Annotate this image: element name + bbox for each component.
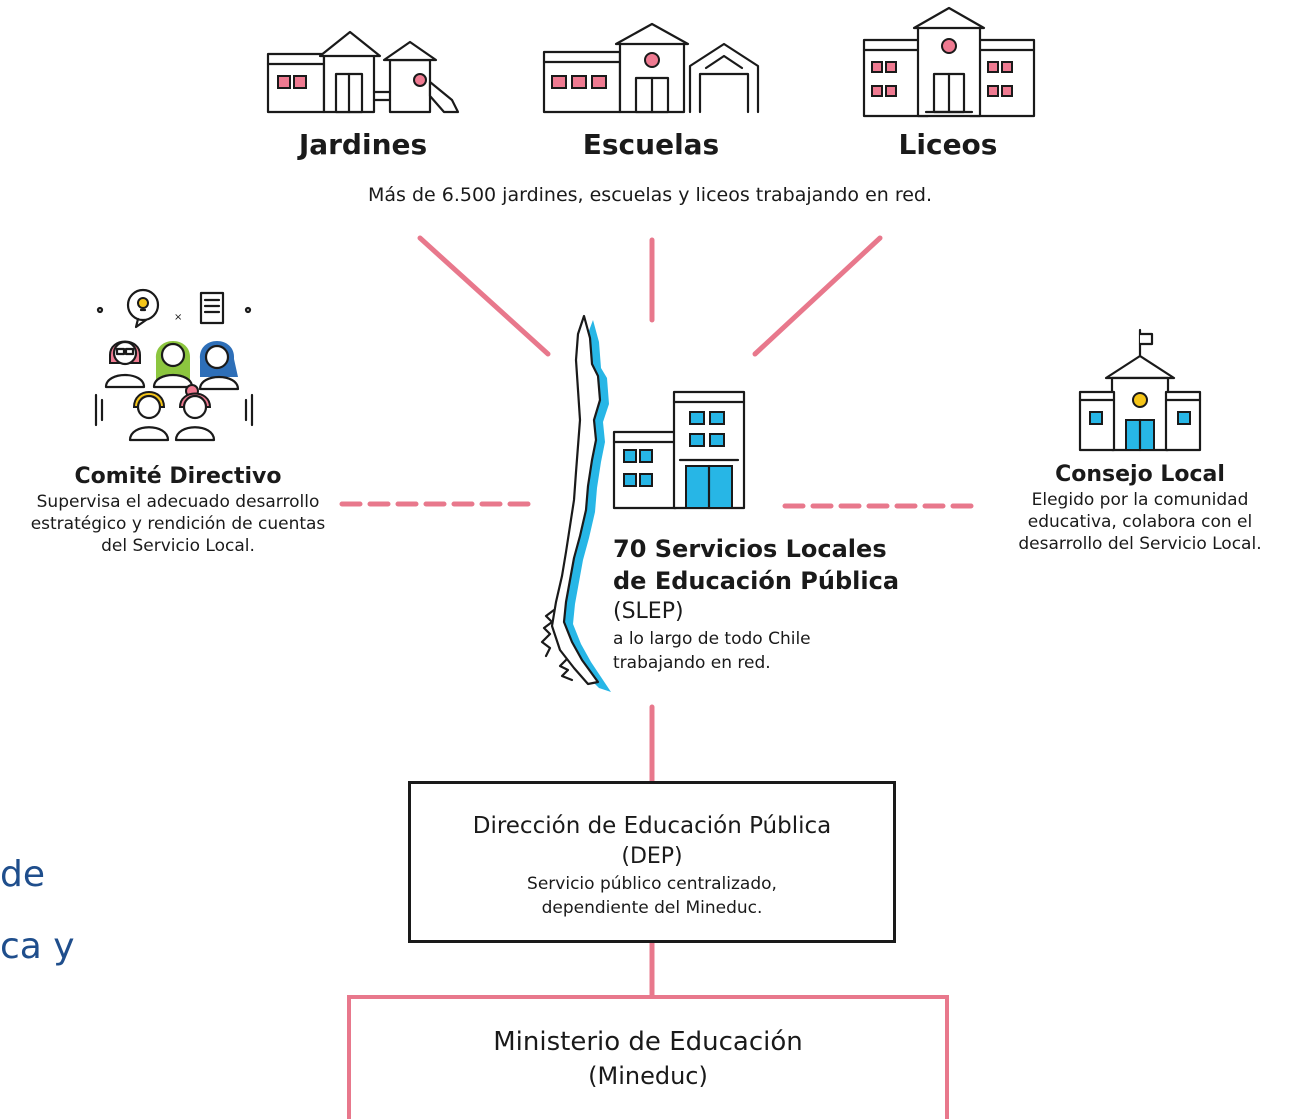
category-label-escuelas: Escuelas (582, 128, 720, 161)
slep-block: 70 Servicios Locales de Educación Públic… (613, 533, 913, 675)
slep-desc-line2: trabajando en red. (613, 653, 771, 673)
cut-off-text-line2: ca y (0, 926, 75, 967)
category-label-jardines: Jardines (298, 128, 428, 161)
comite-description: Supervisa el adecuado desarrollo estraté… (30, 492, 326, 556)
network-note: Más de 6.500 jardines, escuelas y liceos… (367, 184, 933, 206)
mineduc-box: Ministerio de Educación (Mineduc) (347, 995, 949, 1119)
mineduc-acronym: (Mineduc) (588, 1062, 708, 1090)
slep-acronym: (SLEP) (613, 599, 684, 624)
committee-people-icon: × (94, 288, 254, 442)
dep-title: Dirección de Educación Pública (472, 813, 832, 839)
kindergarten-icon (266, 30, 460, 114)
cut-off-text-line1: de (0, 854, 45, 895)
local-council-building-icon (1078, 328, 1202, 452)
comite-block: Comité Directivo Supervisa el adecuado d… (16, 464, 340, 557)
category-label-liceos: Liceos (898, 128, 998, 161)
slep-building-icon (612, 390, 746, 510)
school-icon (542, 22, 760, 114)
consejo-title: Consejo Local (1055, 462, 1225, 487)
comite-title: Comité Directivo (74, 464, 282, 489)
dep-desc-line2: dependiente del Mineduc. (541, 898, 763, 918)
slep-title-line2: de Educación Pública (613, 567, 900, 595)
dep-desc-line1: Servicio público centralizado, (527, 874, 777, 894)
slep-desc-line1: a lo largo de todo Chile (613, 629, 811, 649)
connector-liceos (752, 235, 883, 357)
dep-box: Dirección de Educación Pública (DEP) Ser… (408, 781, 896, 943)
high-school-icon (862, 6, 1036, 118)
chile-map-icon (540, 314, 611, 692)
slep-title-line1: 70 Servicios Locales (613, 535, 887, 563)
mineduc-title: Ministerio de Educación (493, 1027, 803, 1057)
dep-acronym: (DEP) (621, 844, 683, 869)
consejo-description: Elegido por la comunidad educativa, cola… (1018, 490, 1262, 554)
connector-jardines (417, 235, 551, 357)
svg-text:×: × (174, 312, 182, 323)
consejo-block: Consejo Local Elegido por la comunidad e… (990, 462, 1290, 555)
